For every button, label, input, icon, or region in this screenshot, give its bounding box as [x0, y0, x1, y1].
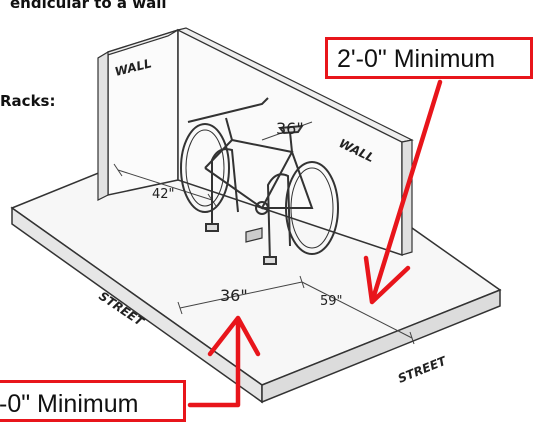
street-right-label: STREET	[396, 354, 449, 386]
right-wall-edge	[401, 139, 413, 256]
right-wall	[176, 27, 414, 257]
rack-front	[266, 173, 291, 263]
arrow-bottom	[187, 315, 261, 408]
floor-slab	[10, 154, 502, 404]
left-wall	[97, 28, 179, 201]
callout-arrows	[187, 79, 443, 408]
bike-seat	[278, 124, 304, 135]
rack-base-back	[205, 223, 219, 232]
bike-crank	[255, 201, 269, 215]
bicycle	[180, 97, 339, 255]
floor-front-right	[261, 288, 501, 404]
left-wall-edge	[97, 50, 109, 201]
dim-42-line	[117, 169, 213, 201]
arrow-top	[363, 79, 443, 305]
dim-59-label: 59"	[320, 294, 343, 309]
bike-front-wheel-inner	[185, 129, 225, 207]
heading-fragment: endicular to a wall	[10, 0, 167, 12]
dim-36-tick-b	[299, 275, 305, 289]
bike-fork	[225, 117, 233, 141]
dim-36-tick-a	[177, 301, 183, 315]
kickstand-block	[245, 227, 263, 243]
dim-36-top-label: 36"	[276, 119, 304, 138]
bike-front-wheel	[180, 123, 230, 213]
dim-59-line	[301, 281, 413, 339]
racks-label: Racks:	[0, 92, 56, 110]
dim-36-bottom-label: 36"	[220, 286, 248, 305]
dim-36-bottom-line	[179, 281, 303, 309]
dim-42-label: 42"	[152, 187, 175, 202]
callout-top-minimum: 2'-0" Minimum	[325, 37, 533, 79]
rack-base-front	[263, 256, 277, 265]
dim-59-tick	[409, 331, 415, 345]
bike-handlebar	[187, 97, 269, 123]
dim-42-tick-a	[113, 163, 123, 177]
bike-seat-post	[289, 131, 293, 153]
callout-bottom-minimum: -0" Minimum	[0, 380, 186, 422]
